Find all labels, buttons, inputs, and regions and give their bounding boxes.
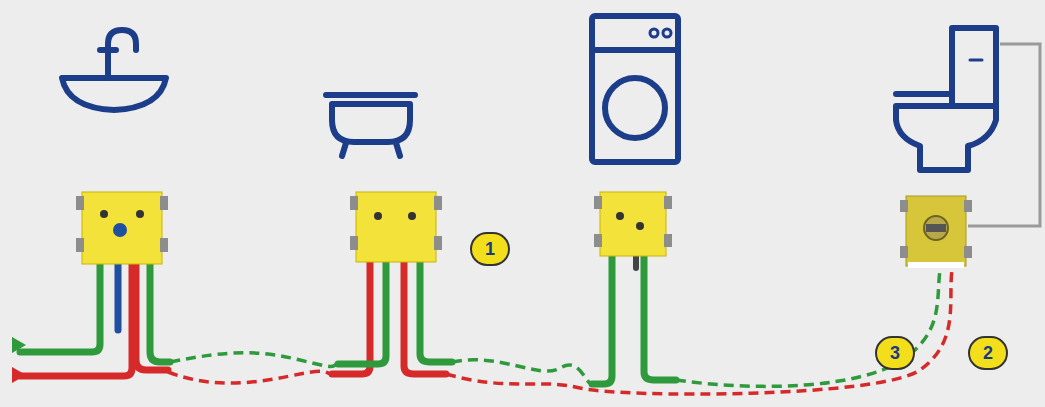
washer-door	[605, 78, 665, 138]
washer-box	[594, 192, 672, 256]
outlet	[100, 210, 108, 218]
cold-pipe	[20, 262, 100, 352]
box-tab	[434, 236, 442, 250]
flush-button	[970, 59, 982, 62]
cistern-icon	[952, 28, 996, 106]
box-tab	[434, 196, 442, 210]
outlet	[636, 222, 644, 230]
hot-link	[446, 270, 952, 394]
drain-pipe	[115, 262, 122, 330]
cold-inlet-arrow	[12, 337, 26, 353]
cold-link	[676, 270, 940, 386]
cold-pipe	[338, 262, 386, 364]
toilet-box	[900, 196, 972, 268]
box-tab	[350, 236, 358, 250]
cold-link	[452, 360, 592, 384]
cold-pipe	[592, 255, 612, 384]
drain-stub	[633, 255, 639, 268]
flush-line	[968, 44, 1040, 226]
valve-body	[926, 224, 946, 232]
box-tab	[594, 196, 602, 209]
box-tab	[900, 246, 908, 258]
washer-icon	[592, 16, 678, 162]
box-tab	[160, 238, 168, 252]
cold-pipe	[644, 255, 676, 380]
box-tab	[964, 200, 972, 212]
box-body	[82, 192, 162, 264]
mounting-boxes	[76, 192, 972, 268]
flexible-pipes	[168, 270, 952, 394]
tap-icon	[108, 30, 136, 78]
tap-handle	[100, 47, 116, 53]
pipes	[20, 255, 676, 384]
sink-box	[76, 192, 168, 264]
valve	[924, 216, 948, 240]
outlet	[408, 212, 416, 220]
box-tab	[900, 200, 908, 212]
cold-pipe	[420, 262, 452, 362]
box-tab	[76, 196, 84, 210]
box-tab	[594, 234, 602, 247]
outlet	[136, 210, 144, 218]
bathtub-icon	[332, 104, 410, 142]
bath-feet	[342, 143, 400, 156]
cold-link	[170, 353, 338, 367]
bath-box	[350, 192, 442, 262]
hot-pipe	[332, 262, 370, 374]
callout-number: 3	[875, 336, 915, 370]
box-tab	[76, 238, 84, 252]
cold-pipe	[150, 262, 170, 362]
outlet	[374, 212, 382, 220]
hot-inlet-arrow	[12, 367, 26, 383]
toilet-seat	[896, 91, 952, 97]
drain-outlet	[113, 223, 127, 237]
washer-knob	[663, 29, 671, 37]
hot-pipe	[20, 262, 132, 376]
callout-number: 2	[968, 336, 1008, 370]
box-base	[908, 262, 964, 268]
washer-panel	[592, 47, 678, 53]
hot-link	[168, 371, 332, 383]
washer-knob	[650, 29, 658, 37]
box-body	[906, 196, 966, 266]
box-tab	[664, 196, 672, 209]
fixture-icons	[62, 16, 996, 170]
box-tab	[160, 196, 168, 210]
box-tab	[350, 196, 358, 210]
bath-rim	[326, 92, 415, 98]
box-body	[600, 192, 666, 256]
box-tab	[964, 246, 972, 258]
callout-number: 1	[470, 232, 510, 266]
hot-pipe	[404, 262, 446, 374]
toilet-icon	[896, 106, 996, 170]
sink-icon	[62, 78, 166, 110]
box-tab	[664, 234, 672, 247]
outlet	[616, 212, 624, 220]
box-body	[356, 192, 436, 262]
